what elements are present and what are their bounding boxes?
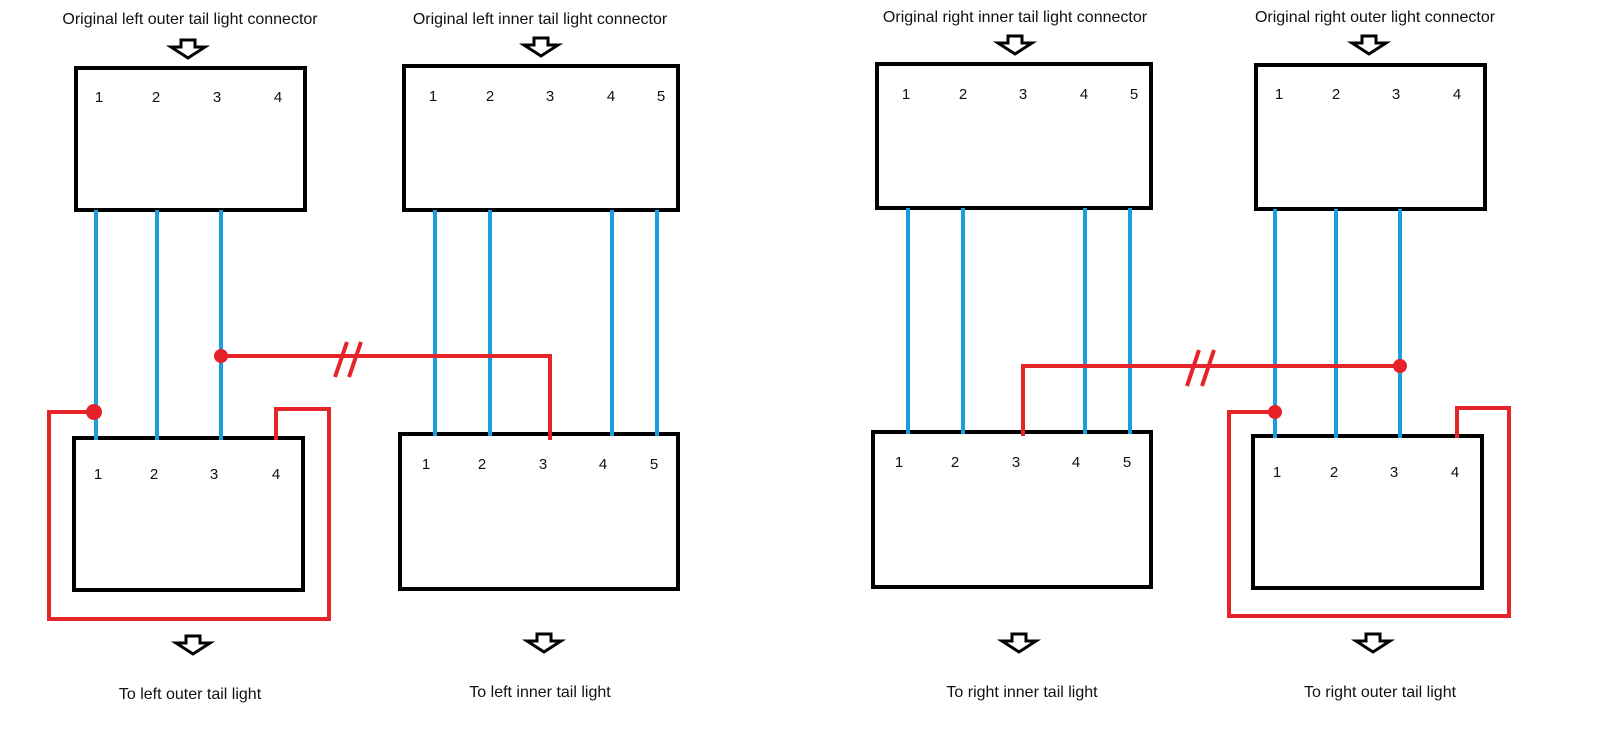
pin-label: 3 [539,456,547,473]
left-inner-light-pins: 1 2 3 4 5 [422,456,658,473]
left-inner-original-connector [402,64,680,212]
red-wire-right-crossover [1021,364,1400,436]
pin-label: 3 [1390,464,1398,481]
pin-label: 3 [213,89,221,106]
label-left-inner-light: To left inner tail light [469,684,611,701]
left-inner-light-connector [398,432,680,591]
pin-label: 4 [599,456,607,473]
pin-label: 3 [1392,86,1400,103]
red-junction-dot [214,349,228,363]
right-inner-blue-wires [906,208,1132,434]
left-inner-blue-wires [433,210,659,436]
label-right-inner-light: To right inner tail light [946,684,1098,701]
label-right-outer-light: To right outer tail light [1304,684,1457,701]
down-arrow-icon [996,632,1042,654]
right-outer-original-pins: 1 2 3 4 [1275,86,1461,103]
pin-label: 5 [1130,86,1138,103]
right-outer-original-connector [1254,63,1487,211]
left-outer-blue-wires [94,210,223,440]
pin-label: 4 [272,466,280,483]
pin-label: 4 [1072,454,1080,471]
left-outer-original-pins: 1 2 3 4 [95,89,282,106]
left-outer-light-pins: 1 2 3 4 [94,466,280,483]
pin-label: 1 [429,88,437,105]
pin-label: 3 [210,466,218,483]
pin-label: 1 [1273,464,1281,481]
down-arrow-icon [521,632,567,654]
pin-label: 4 [1451,464,1459,481]
pin-label: 4 [1453,86,1461,103]
pin-label: 2 [1332,86,1340,103]
pin-label: 1 [95,89,103,106]
red-junction-dot [86,404,102,420]
right-inner-original-connector [875,62,1153,210]
title-left-inner-connector: Original left inner tail light connector [413,11,668,28]
pin-label: 5 [650,456,658,473]
down-arrow-icon [518,36,564,58]
pin-label: 2 [152,89,160,106]
pin-label: 2 [150,466,158,483]
pin-label: 4 [1080,86,1088,103]
down-arrow-icon [165,38,211,60]
pin-label: 4 [607,88,615,105]
wire-break-mark [333,341,363,378]
pin-label: 2 [486,88,494,105]
pin-label: 2 [1330,464,1338,481]
pin-label: 5 [1123,454,1131,471]
pin-label: 2 [951,454,959,471]
title-right-outer-connector: Original right outer light connector [1255,9,1496,26]
title-left-outer-connector: Original left outer tail light connector [62,11,318,28]
right-inner-original-pins: 1 2 3 4 5 [902,86,1138,103]
pin-label: 2 [959,86,967,103]
red-wire-left-crossover [221,354,552,440]
pin-label: 3 [1012,454,1020,471]
right-inner-light-connector [871,430,1153,589]
wire-break-mark [1185,349,1216,387]
down-arrow-icon [992,34,1038,56]
down-arrow-icon [170,634,216,656]
pin-label: 4 [274,89,282,106]
left-outer-original-connector [74,66,307,212]
down-arrow-icon [1350,632,1396,654]
down-arrow-icon [1346,34,1392,56]
pin-label: 1 [422,456,430,473]
right-outer-blue-wires [1273,209,1402,438]
red-junction-dot [1393,359,1407,373]
pin-label: 5 [657,88,665,105]
pin-label: 3 [1019,86,1027,103]
pin-label: 1 [1275,86,1283,103]
pin-label: 1 [895,454,903,471]
right-outer-light-connector [1251,434,1484,590]
title-right-inner-connector: Original right inner tail light connecto… [883,9,1148,26]
left-inner-original-pins: 1 2 3 4 5 [429,88,665,105]
pin-label: 1 [902,86,910,103]
right-inner-light-pins: 1 2 3 4 5 [895,454,1131,471]
pin-label: 3 [546,88,554,105]
label-left-outer-light: To left outer tail light [119,686,262,703]
left-outer-light-connector [72,436,305,592]
pin-label: 1 [94,466,102,483]
red-wire-right-loop [1227,406,1511,618]
right-outer-light-pins: 1 2 3 4 [1273,464,1459,481]
red-wire-left-loop [47,407,331,621]
red-junction-dot [1268,405,1282,419]
pin-label: 2 [478,456,486,473]
